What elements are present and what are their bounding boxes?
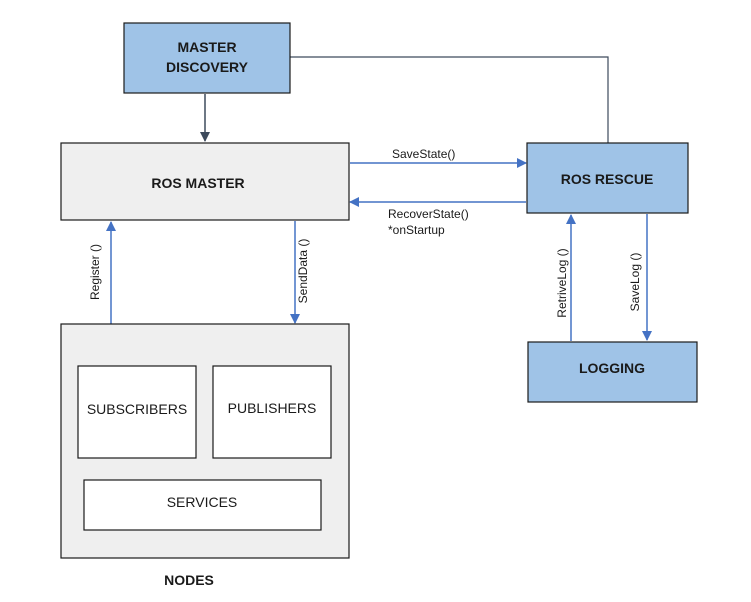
save-log-label: SaveLog ()	[628, 253, 642, 312]
master-discovery-label-line2: DISCOVERY	[166, 59, 249, 75]
services-box	[83, 479, 322, 531]
master-discovery-box	[123, 22, 291, 94]
discovery-rescue-connector	[290, 56, 609, 143]
logging-label: LOGGING	[579, 360, 645, 376]
ros-master-box	[60, 142, 350, 221]
nodes-caption: NODES	[164, 572, 214, 588]
publishers-label: PUBLISHERS	[228, 400, 317, 416]
ros-rescue-label: ROS RESCUE	[561, 171, 654, 187]
ros-master-label: ROS MASTER	[151, 175, 244, 191]
send-data-label: SendData ()	[296, 239, 310, 304]
recover-state-label: RecoverState()	[388, 207, 469, 221]
subscribers-label: SUBSCRIBERS	[87, 401, 187, 417]
publishers-box	[212, 365, 332, 459]
save-state-label: SaveState()	[392, 147, 455, 161]
master-discovery-label-line1: MASTER	[177, 39, 236, 55]
ros-rescue-box	[526, 142, 689, 214]
logging-box	[527, 341, 698, 403]
subscribers-box	[77, 365, 197, 459]
retrive-log-label: RetriveLog ()	[555, 248, 569, 317]
services-label: SERVICES	[167, 494, 238, 510]
recover-state-note: *onStartup	[388, 223, 445, 237]
register-label: Register ()	[88, 244, 102, 300]
